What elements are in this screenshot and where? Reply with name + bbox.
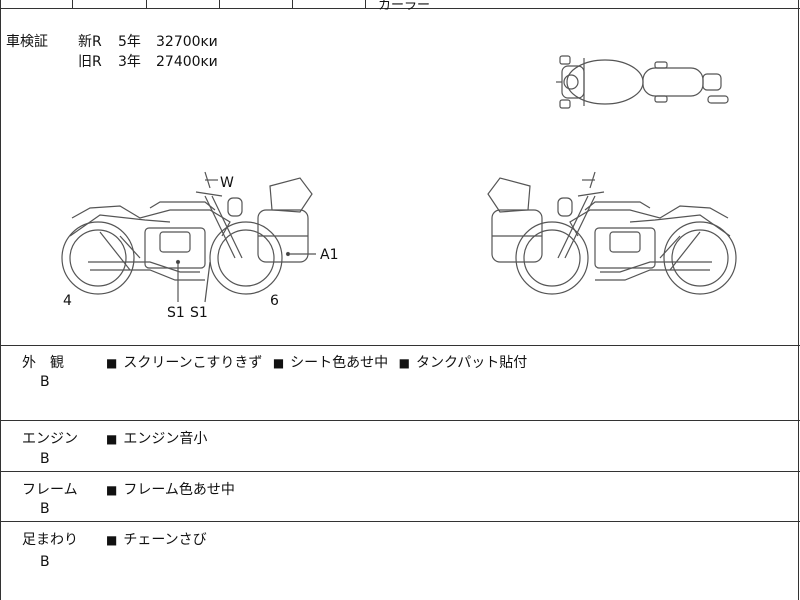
marker-4: 4: [63, 293, 72, 309]
frame-right-border: [798, 0, 799, 600]
section-grade: B: [40, 501, 50, 517]
marker-s1-right: S1: [190, 305, 208, 321]
section-divider: [0, 521, 800, 522]
section-items: フレーム色あせ中: [106, 479, 241, 499]
top-cell-divider: [292, 0, 293, 8]
inspection-row: 旧R 3年 27400ĸи: [78, 52, 218, 72]
section-grade: B: [40, 554, 50, 570]
section-items: エンジン音小: [106, 428, 213, 448]
inspection-type: 新R: [78, 34, 102, 50]
condition-item: シート色あせ中: [273, 355, 388, 371]
marker-6: 6: [270, 293, 279, 309]
inspection-years: 5年: [118, 34, 141, 50]
inspection-value: 32700ĸи: [156, 34, 218, 50]
section-items: チェーンさび: [106, 529, 213, 549]
motorcycle-left-view: [61, 171, 316, 303]
top-cell-divider: [365, 0, 366, 8]
inspection-years: 3年: [118, 54, 141, 70]
inspection-value: 27400ĸи: [156, 54, 218, 70]
section-label: エンジン: [22, 431, 78, 447]
motorcycle-diagram: W A1 S1 S1 4 6: [61, 55, 737, 321]
section-divider: [0, 471, 800, 472]
condition-item: フレーム色あせ中: [106, 482, 235, 498]
frame-left-border: [0, 0, 1, 600]
section-items: スクリーンこすりきず シート色あせ中 タンクパット貼付: [106, 352, 533, 372]
motorcycle-right-view: [487, 171, 737, 295]
section-label: フレーム: [22, 482, 78, 498]
condition-item: タンクパット貼付: [399, 355, 528, 371]
condition-item: チェーンさび: [106, 532, 207, 548]
motorcycle-top-view: [556, 55, 729, 109]
section-label: 足まわり: [22, 532, 78, 548]
condition-item: エンジン音小: [106, 431, 207, 447]
inspection-type: 旧R: [78, 54, 102, 70]
condition-item: スクリーンこすりきず: [106, 355, 262, 371]
top-cell-divider: [219, 0, 220, 8]
top-cell-divider: [146, 0, 147, 8]
top-row-border: [0, 8, 800, 9]
marker-a1: A1: [320, 247, 338, 263]
section-divider: [0, 345, 800, 346]
top-partial-text: カーラー: [378, 0, 431, 13]
inspection-label: 車検証: [6, 34, 48, 50]
marker-s1-left: S1: [167, 305, 185, 321]
section-grade: B: [40, 451, 50, 467]
section-divider: [0, 420, 800, 421]
marker-w: W: [220, 175, 234, 191]
section-grade: B: [40, 374, 50, 390]
top-cell-divider: [72, 0, 73, 8]
inspection-row: 新R 5年 32700ĸи: [78, 32, 218, 52]
section-label: 外 観: [22, 355, 64, 371]
